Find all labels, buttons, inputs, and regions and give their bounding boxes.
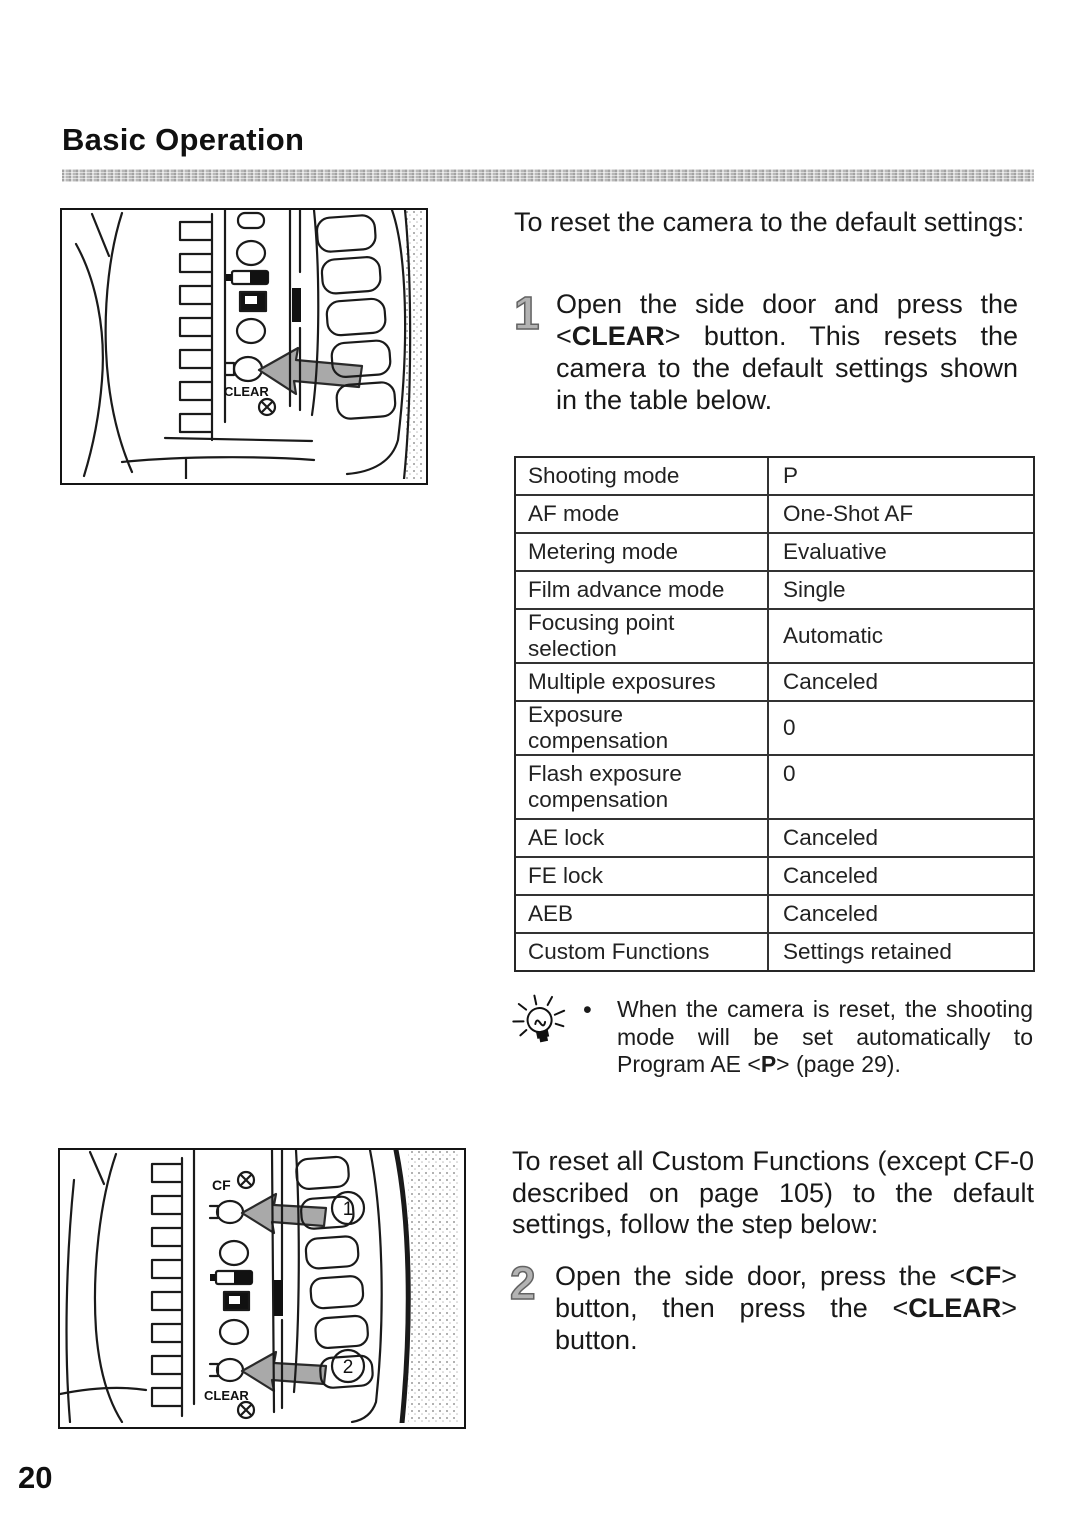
clear-button-label: CLEAR [204, 1388, 249, 1403]
row-value: Single [783, 577, 846, 602]
row-value: P [783, 463, 799, 488]
default-settings-table: Shooting mode P AF mode One-Shot AF Meteri… [514, 456, 1035, 972]
section-divider [62, 169, 1034, 182]
callout-1-number: 1 [343, 1199, 354, 1220]
step2-text-run: > button. [555, 1293, 1017, 1355]
door-hinge-teeth [150, 1156, 184, 1418]
row-label: Film advance mode [516, 572, 769, 608]
callout-2-number: 2 [343, 1357, 354, 1378]
press-arrow-icon [257, 346, 364, 396]
film-icon [222, 1290, 251, 1312]
side-door [310, 208, 407, 476]
round-button-1 [218, 1239, 250, 1267]
note-text-run: > (page 29). [776, 1051, 901, 1077]
row-label: AEB [516, 896, 769, 932]
round-button-2 [235, 317, 267, 345]
row-value: Settings retained [783, 939, 952, 964]
row-label: FE lock [516, 858, 769, 894]
tip-note-text: When the camera is reset, the shooting m… [617, 996, 1033, 1079]
camera-body-outline [58, 1150, 148, 1424]
cf-button-label: CF [212, 1177, 231, 1193]
screw-icon [257, 397, 277, 417]
row-label: Shooting mode [516, 458, 769, 494]
table-row: Multiple exposures Canceled [516, 662, 1033, 700]
table-row: AEB Canceled [516, 894, 1033, 932]
step1-text-run: Open the side door and press the < [556, 289, 1018, 351]
row-value: 0 [783, 715, 796, 740]
table-row: FE lock Canceled [516, 856, 1033, 894]
row-label: Metering mode [516, 534, 769, 570]
row-value: Canceled [783, 669, 879, 694]
section2-intro: To reset all Custom Functions (except CF… [512, 1146, 1034, 1239]
shading-texture [408, 1150, 460, 1423]
clear-button [224, 355, 264, 383]
row-label: Custom Functions [516, 934, 769, 970]
row-value: Canceled [783, 901, 879, 926]
row-value: 0 [783, 761, 796, 786]
step2-cf-keyword: CF [965, 1261, 1002, 1291]
step1-number: 1 [513, 287, 540, 339]
table-row: Custom Functions Settings retained [516, 932, 1033, 970]
step1-text: Open the side door and press the <CLEAR>… [556, 288, 1018, 416]
figure-clear-button: CLEAR [60, 208, 428, 485]
page-title: Basic Operation [62, 122, 305, 157]
step1-text-run: > button. This resets the camera to the … [556, 321, 1018, 415]
step2-clear-keyword: CLEAR [908, 1293, 1002, 1323]
battery-icon [210, 1269, 254, 1286]
press-arrow-icon-1 [240, 1192, 328, 1235]
row-label: AF mode [516, 496, 769, 532]
film-icon [238, 290, 268, 313]
section1-intro: To reset the camera to the default setti… [514, 207, 1025, 237]
press-arrow-icon-2 [240, 1350, 328, 1393]
table-row: Focusing point selection Automatic [516, 608, 1033, 662]
row-label: AE lock [516, 820, 769, 856]
camera-illustration-1: CLEAR [74, 208, 422, 481]
round-button-2 [218, 1318, 250, 1346]
body-right-edge [402, 208, 412, 481]
table-row: Metering mode Evaluative [516, 532, 1033, 570]
step2-text-run: > button, then press the < [555, 1261, 1017, 1323]
note-text-run: When the camera is reset, the shooting m… [617, 996, 1033, 1077]
door-hinge-teeth [178, 212, 214, 442]
tip-lightbulb-icon [510, 992, 572, 1059]
row-value: Evaluative [783, 539, 887, 564]
note-bullet: • [583, 996, 592, 1024]
step2-text-run: Open the side door, press the < [555, 1261, 966, 1291]
row-label: Exposure compensation [516, 702, 769, 754]
step1-clear-keyword: CLEAR [571, 321, 665, 351]
row-value: Automatic [783, 623, 884, 648]
cf-button [208, 1199, 245, 1225]
step2-number: 2 [509, 1257, 536, 1309]
screw-icon [236, 1170, 256, 1190]
table-row: Flash exposure compensation 0 [516, 754, 1033, 818]
row-label: Multiple exposures [516, 664, 769, 700]
figure-cf-clear-buttons: CF 1 [58, 1147, 466, 1429]
body-right-edge [393, 1147, 411, 1426]
screw-icon-2 [236, 1400, 256, 1420]
page-number: 20 [18, 1460, 53, 1495]
clear-button [208, 1357, 245, 1383]
table-row: Exposure compensation 0 [516, 700, 1033, 754]
table-row: AF mode One-Shot AF [516, 494, 1033, 532]
camera-body-outline [74, 211, 316, 481]
table-row: Film advance mode Single [516, 570, 1033, 608]
side-door [292, 1148, 383, 1424]
row-label: Flash exposure compensation [516, 756, 769, 818]
battery-icon [226, 269, 270, 286]
step2-text: Open the side door, press the <CF> butto… [555, 1260, 1017, 1356]
row-label: Focusing point selection [516, 610, 769, 662]
clear-button-label: CLEAR [224, 384, 269, 399]
table-row: Shooting mode P [516, 458, 1033, 494]
camera-illustration-2: CF 1 [58, 1147, 460, 1426]
row-value: Canceled [783, 863, 879, 888]
row-value: One-Shot AF [783, 501, 914, 526]
row-value: Canceled [783, 825, 879, 850]
round-button-1 [235, 239, 267, 267]
film-rail [270, 1148, 284, 1414]
note-p-keyword: P [760, 1051, 777, 1077]
table-row: AE lock Canceled [516, 818, 1033, 856]
top-button [236, 211, 266, 230]
film-rail [288, 208, 302, 412]
